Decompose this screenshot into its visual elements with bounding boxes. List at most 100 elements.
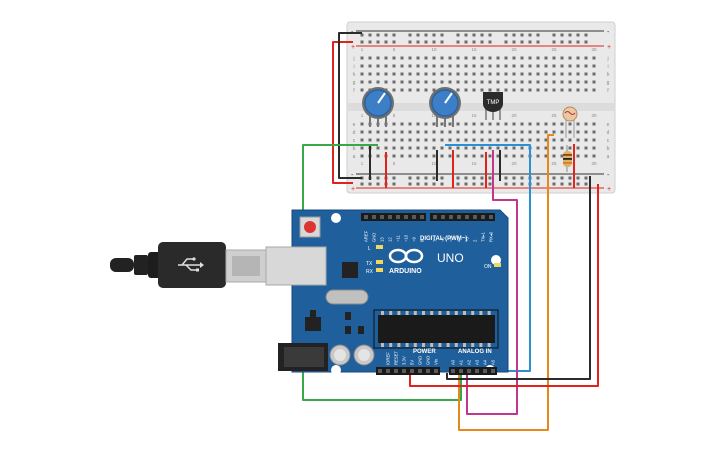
breadboard-hole[interactable] (408, 130, 412, 134)
breadboard-hole[interactable] (504, 88, 508, 92)
breadboard-hole[interactable] (392, 138, 396, 142)
breadboard-hole[interactable] (360, 80, 364, 84)
breadboard-hole[interactable] (368, 80, 372, 84)
breadboard-hole[interactable] (400, 138, 404, 142)
header-pin[interactable] (418, 369, 422, 373)
rail-hole[interactable] (576, 176, 580, 180)
breadboard-hole[interactable] (456, 56, 460, 60)
breadboard-hole[interactable] (528, 56, 532, 60)
breadboard-hole[interactable] (520, 80, 524, 84)
breadboard-hole[interactable] (536, 130, 540, 134)
rail-hole[interactable] (384, 40, 388, 44)
breadboard-hole[interactable] (392, 130, 396, 134)
breadboard-hole[interactable] (576, 56, 580, 60)
breadboard-hole[interactable] (456, 138, 460, 142)
rail-hole[interactable] (480, 40, 484, 44)
breadboard-hole[interactable] (584, 146, 588, 150)
rail-hole[interactable] (384, 33, 388, 37)
breadboard-hole[interactable] (568, 88, 572, 92)
breadboard-hole[interactable] (552, 122, 556, 126)
breadboard-hole[interactable] (408, 88, 412, 92)
breadboard-hole[interactable] (576, 130, 580, 134)
breadboard-hole[interactable] (400, 130, 404, 134)
breadboard-hole[interactable] (520, 122, 524, 126)
breadboard-hole[interactable] (488, 56, 492, 60)
breadboard-hole[interactable] (576, 80, 580, 84)
breadboard-hole[interactable] (464, 88, 468, 92)
breadboard-hole[interactable] (544, 88, 548, 92)
rail-hole[interactable] (424, 40, 428, 44)
breadboard-hole[interactable] (416, 72, 420, 76)
rail-hole[interactable] (552, 182, 556, 186)
rail-hole[interactable] (552, 176, 556, 180)
header-pin[interactable] (378, 369, 382, 373)
header-pin[interactable] (410, 369, 414, 373)
breadboard-hole[interactable] (416, 138, 420, 142)
breadboard-hole[interactable] (552, 88, 556, 92)
breadboard-hole[interactable] (400, 64, 404, 68)
breadboard-hole[interactable] (584, 64, 588, 68)
breadboard-hole[interactable] (400, 154, 404, 158)
header-pin[interactable] (364, 215, 368, 219)
breadboard-hole[interactable] (472, 80, 476, 84)
breadboard-hole[interactable] (520, 138, 524, 142)
breadboard-hole[interactable] (384, 146, 388, 150)
rail-hole[interactable] (488, 33, 492, 37)
temperature-sensor[interactable]: TMP (483, 92, 503, 120)
breadboard-hole[interactable] (464, 122, 468, 126)
breadboard-hole[interactable] (592, 88, 596, 92)
breadboard-hole[interactable] (592, 154, 596, 158)
breadboard-hole[interactable] (448, 138, 452, 142)
potentiometer-2[interactable] (429, 87, 461, 127)
breadboard-hole[interactable] (496, 146, 500, 150)
header-pin[interactable] (441, 215, 445, 219)
header-pin[interactable] (483, 369, 487, 373)
breadboard-hole[interactable] (480, 130, 484, 134)
header-pin[interactable] (372, 215, 376, 219)
rail-hole[interactable] (376, 176, 380, 180)
breadboard-hole[interactable] (432, 72, 436, 76)
breadboard-hole[interactable] (544, 154, 548, 158)
breadboard-hole[interactable] (424, 72, 428, 76)
breadboard-hole[interactable] (512, 146, 516, 150)
breadboard-hole[interactable] (544, 138, 548, 142)
resistor[interactable] (563, 145, 572, 172)
rail-hole[interactable] (360, 182, 364, 186)
rail-hole[interactable] (520, 40, 524, 44)
breadboard-hole[interactable] (552, 64, 556, 68)
rail-hole[interactable] (504, 40, 508, 44)
breadboard-hole[interactable] (416, 64, 420, 68)
breadboard-hole[interactable] (368, 72, 372, 76)
breadboard-hole[interactable] (472, 146, 476, 150)
breadboard-hole[interactable] (480, 88, 484, 92)
rail-hole[interactable] (424, 182, 428, 186)
header-pin[interactable] (467, 369, 471, 373)
breadboard-hole[interactable] (408, 154, 412, 158)
rail-hole[interactable] (536, 176, 540, 180)
header-pin[interactable] (396, 215, 400, 219)
breadboard-hole[interactable] (384, 64, 388, 68)
breadboard-hole[interactable] (552, 130, 556, 134)
rail-hole[interactable] (568, 33, 572, 37)
rail-hole[interactable] (560, 33, 564, 37)
breadboard-hole[interactable] (424, 56, 428, 60)
breadboard-hole[interactable] (584, 88, 588, 92)
breadboard-hole[interactable] (384, 72, 388, 76)
breadboard-hole[interactable] (440, 72, 444, 76)
breadboard-hole[interactable] (488, 154, 492, 158)
breadboard-hole[interactable] (480, 64, 484, 68)
breadboard-hole[interactable] (488, 122, 492, 126)
rail-hole[interactable] (440, 33, 444, 37)
breadboard-hole[interactable] (368, 138, 372, 142)
rail-hole[interactable] (576, 33, 580, 37)
breadboard-hole[interactable] (376, 64, 380, 68)
breadboard-hole[interactable] (528, 72, 532, 76)
breadboard-hole[interactable] (424, 138, 428, 142)
rail-hole[interactable] (408, 40, 412, 44)
breadboard-hole[interactable] (584, 138, 588, 142)
breadboard-hole[interactable] (384, 130, 388, 134)
breadboard-hole[interactable] (448, 154, 452, 158)
rail-hole[interactable] (456, 176, 460, 180)
breadboard-hole[interactable] (464, 64, 468, 68)
breadboard-hole[interactable] (392, 154, 396, 158)
